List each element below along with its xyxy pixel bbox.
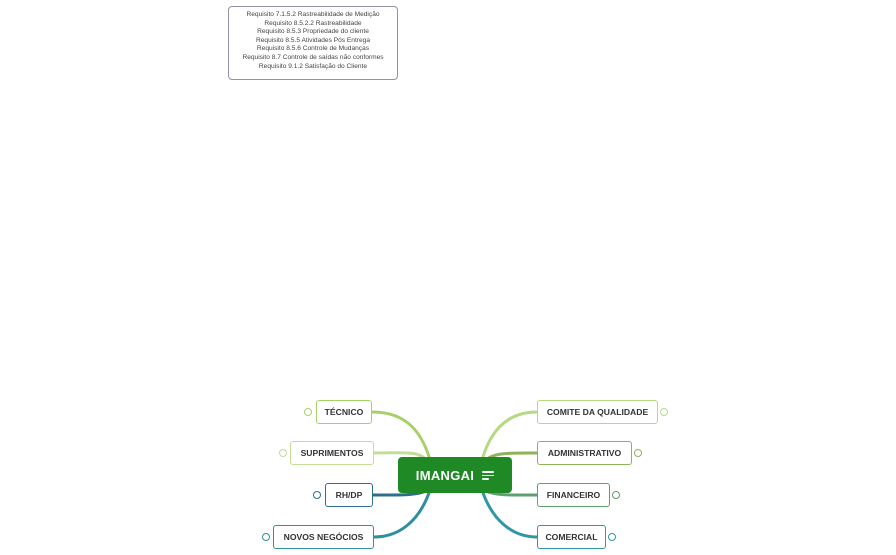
collapse-toggle-icon[interactable] (612, 491, 620, 499)
topic-comercial[interactable]: COMERCIAL (537, 525, 606, 549)
note-line: Requisito 9.1.2 Satisfação do Cliente (258, 62, 368, 70)
topic-comite-da-qualidade[interactable]: COMITE DA QUALIDADE (537, 400, 658, 424)
collapse-toggle-icon[interactable] (262, 533, 270, 541)
topic-financeiro[interactable]: FINANCEIRO (537, 483, 610, 507)
connector-comercial (480, 489, 538, 539)
notes-icon[interactable] (482, 470, 495, 480)
topic-label: COMITE DA QUALIDADE (546, 407, 649, 417)
topic-label: NOVOS NEGÓCIOS (283, 532, 364, 542)
note-line: Requisito 7.1.5.2 Rastreabilidade de Med… (246, 11, 380, 18)
collapse-toggle-icon[interactable] (608, 533, 616, 541)
topic-label: RH/DP (335, 490, 363, 500)
collapse-toggle-icon[interactable] (660, 408, 668, 416)
connector-novos-negocios (373, 489, 432, 539)
topic-label: FINANCEIRO (546, 490, 601, 500)
connector-tecnico (371, 410, 432, 461)
topic-administrativo[interactable]: ADMINISTRATIVO (537, 441, 632, 465)
note-line: Requisito 8.5.6 Controle de Mudanças (256, 45, 370, 53)
topic-label: COMERCIAL (545, 532, 598, 542)
topic-rh-dp[interactable]: RH/DP (325, 483, 373, 507)
topic-tecnico[interactable]: TÉCNICO (316, 400, 372, 424)
topic-label: ADMINISTRATIVO (547, 448, 622, 458)
requirements-note[interactable]: Requisito 7.1.5.2 Rastreabilidade de Med… (228, 6, 398, 80)
note-line: Requisito 8.5.3 Propriedade do cliente (257, 28, 369, 36)
central-topic-imangai[interactable]: IMANGAI (398, 457, 512, 493)
collapse-toggle-icon[interactable] (304, 408, 312, 416)
collapse-toggle-icon[interactable] (634, 449, 642, 457)
central-topic-label: IMANGAI (415, 467, 475, 483)
note-line: Requisito 8.5.2.2 Rastreabilidade (264, 19, 362, 27)
note-line: Requisito 8.5.5 Atividades Pós Entrega (256, 36, 370, 44)
topic-label: TÉCNICO (324, 407, 364, 417)
collapse-toggle-icon[interactable] (279, 449, 287, 457)
collapse-toggle-icon[interactable] (313, 491, 321, 499)
topic-suprimentos[interactable]: SUPRIMENTOS (290, 441, 374, 465)
topic-label: SUPRIMENTOS (300, 448, 364, 458)
connector-comite (480, 410, 538, 461)
note-line: Requisito 8.7 Controle de saídas não con… (242, 53, 384, 61)
topic-novos-negocios[interactable]: NOVOS NEGÓCIOS (273, 525, 374, 549)
